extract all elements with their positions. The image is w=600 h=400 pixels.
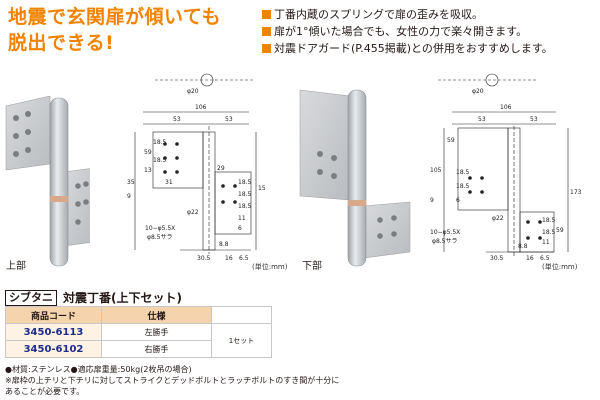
dim-6: 6 xyxy=(238,225,242,232)
hole-spec-1: 10−φ5.5X xyxy=(430,229,460,236)
product-title: 対震丁番(上下セット) xyxy=(63,291,182,305)
unit-label-right: (単位:mm) xyxy=(542,263,578,271)
product-code: 3450-6102 xyxy=(5,340,102,358)
upper-hinge-drawing: φ20 106 53 53 29 31 150 9 35 59 13 18.5 … xyxy=(127,73,265,262)
dim-8-8: 8.8 xyxy=(219,241,229,248)
dim-59: 59 xyxy=(144,149,152,156)
brand-badge: シブタニ xyxy=(5,289,57,306)
dim-8-8: 8.8 xyxy=(518,243,528,250)
dim-18-5-a: 18.5 xyxy=(153,139,167,146)
table-header-row: 商品コード 仕様 xyxy=(5,306,272,324)
feature-item: 扉が1°傾いた場合でも、女性の力で楽々開きます。 xyxy=(262,23,597,40)
dim-18-5-b: 18.5 xyxy=(456,183,470,190)
dim-11: 11 xyxy=(238,215,246,222)
upper-part-label: 上部 xyxy=(6,261,26,272)
hole-spec-2: φ8.5サラ xyxy=(147,234,173,241)
spec-table: 商品コード 仕様 3450-6113 左勝手 1セット 3450-6102 右勝… xyxy=(5,306,272,358)
dim-phi22: φ22 xyxy=(492,215,504,222)
dim-29: 29 xyxy=(217,165,225,172)
feature-list: 丁番内蔵のスプリングで扉の歪みを吸収。 扉が1°傾いた場合でも、女性の力で楽々開… xyxy=(262,6,597,57)
dim-53-right: 53 xyxy=(225,116,233,123)
bullet-square-icon xyxy=(262,44,271,53)
dim-35: 35 xyxy=(127,179,135,186)
dim-13: 13 xyxy=(144,167,152,174)
dim-6-5: 6.5 xyxy=(540,255,550,262)
dim-53-right: 53 xyxy=(530,116,538,123)
header-code: 商品コード xyxy=(5,306,102,324)
dim-18-5-d: 18.5 xyxy=(238,191,252,198)
lower-part-label: 下部 xyxy=(302,261,322,272)
headline: 地震で玄関扉が傾いても 脱出できる! xyxy=(8,4,248,56)
dim-phi20: φ20 xyxy=(187,88,199,95)
feature-text: 丁番内蔵のスプリングで扉の歪みを吸収。 xyxy=(274,8,483,21)
set-unit: 1セット xyxy=(211,323,272,358)
dim-30-5: 30.5 xyxy=(490,255,504,262)
header-spec: 仕様 xyxy=(101,306,212,324)
headline-line-1: 地震で玄関扉が傾いても xyxy=(8,6,221,28)
dim-18-5-e: 18.5 xyxy=(238,203,252,210)
feature-text: 扉が1°傾いた場合でも、女性の力で楽々開きます。 xyxy=(274,25,528,38)
dim-11: 11 xyxy=(542,239,550,246)
dim-53-left: 53 xyxy=(478,116,486,123)
caution-note-2: あることが必要です。 xyxy=(5,387,85,396)
dim-18-5-a: 18.5 xyxy=(456,169,470,176)
dim-9: 9 xyxy=(430,197,434,204)
dim-105: 105 xyxy=(430,167,442,174)
dim-59-b: 59 xyxy=(556,227,564,234)
feature-item: 対震ドアガード(P.455掲載)との併用をおすすめします。 xyxy=(262,40,597,57)
dim-106: 106 xyxy=(500,104,512,111)
dim-59-a: 59 xyxy=(447,137,455,144)
header-blank xyxy=(211,306,272,324)
dim-106: 106 xyxy=(195,104,207,111)
dim-18-5-d: 18.5 xyxy=(542,229,556,236)
headline-line-2: 脱出できる! xyxy=(8,32,115,54)
dim-53-left: 53 xyxy=(173,116,181,123)
bullet-square-icon xyxy=(262,27,271,36)
hole-spec-1: 10−φ5.5X xyxy=(145,225,175,232)
dim-18-5-b: 18.5 xyxy=(153,157,167,164)
dim-31: 31 xyxy=(165,179,173,186)
dim-16: 16 xyxy=(526,255,534,262)
dim-18-5-c: 18.5 xyxy=(542,217,556,224)
feature-item: 丁番内蔵のスプリングで扉の歪みを吸収。 xyxy=(262,6,597,23)
dim-6: 6 xyxy=(456,197,460,204)
product-title-row: シブタニ 対震丁番(上下セット) xyxy=(5,289,182,306)
bullet-square-icon xyxy=(262,10,271,19)
feature-text: 対震ドアガード(P.455掲載)との併用をおすすめします。 xyxy=(274,42,553,55)
lower-hinge-photo xyxy=(299,89,411,267)
caution-note-1: ※扉枠の上チリと下チリに対してストライクとデッドボルトとラッチボルトのすき間が十… xyxy=(5,376,340,385)
dim-18-5-c: 18.5 xyxy=(238,179,252,186)
lower-hinge-drawing: φ20 106 53 53 105 173 59 59 9 18.5 18.5 … xyxy=(430,73,582,262)
table-row: 3450-6102 右勝手 xyxy=(5,340,272,358)
product-spec: 左勝手 xyxy=(101,323,212,341)
product-spec: 右勝手 xyxy=(101,340,212,358)
product-code: 3450-6113 xyxy=(5,323,102,341)
table-row: 3450-6113 左勝手 1セット xyxy=(5,323,272,358)
unit-label-left: (単位:mm) xyxy=(252,263,288,271)
dim-173: 173 xyxy=(570,189,582,196)
dim-150: 150 xyxy=(258,185,265,192)
hole-spec-2: φ8.5サラ xyxy=(432,238,458,245)
dim-16: 16 xyxy=(225,255,233,262)
dim-9: 9 xyxy=(127,193,131,200)
material-note: ●材質:ステンレス●適応扉重量:50kg(2枚吊の場合) xyxy=(5,365,192,374)
dim-phi20: φ20 xyxy=(472,88,484,95)
dim-phi22: φ22 xyxy=(187,209,199,216)
upper-hinge-photo xyxy=(5,95,90,267)
dim-6-5: 6.5 xyxy=(239,255,249,262)
dim-30-5: 30.5 xyxy=(197,255,211,262)
